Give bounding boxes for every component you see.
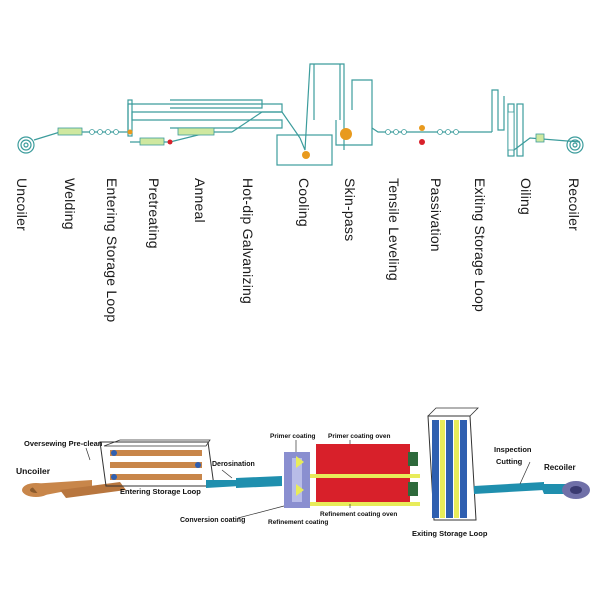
coating-station [284,452,310,508]
recoiler-coil-bottom [562,481,590,499]
conversion-label: Conversion coating [180,517,245,524]
primer-oven-label: Primer coating oven [328,433,391,440]
primer-oven [316,444,418,474]
recoiler-coil [566,136,584,154]
stage-label-tensile-leveling: Tensile Leveling [386,178,402,281]
entering-storage-loop [127,99,283,137]
coating-line-diagram: Oversewing Pre-clean Uncoiler Entering S… [16,407,590,538]
stage-label-passivation: Passivation [428,178,444,252]
cutting-label: Cutting [496,457,523,466]
oversewing-label: Oversewing Pre-clean [24,439,103,448]
exiting-storage-loop-tower [427,407,479,521]
stage-label-pretreating: Pretreating [146,178,162,249]
stage-label-skin-pass: Skin-pass [342,178,358,242]
stage-label-anneal: Anneal [192,178,208,223]
entering-storage-loop-box [99,439,215,487]
primer-coating-label: Primer coating [270,433,316,440]
stage-label-oiling: Oiling [518,178,534,215]
uncoiler-strip [22,480,126,498]
stage-label-recoiler: Recoiler [566,178,582,231]
entering-loop-label: Entering Storage Loop [120,487,201,496]
stage-label-welding: Welding [62,178,78,230]
welder-block [57,127,83,136]
stage-label-exiting-storage-loop: Exiting Storage Loop [472,178,488,312]
inspection-label: Inspection [494,445,532,454]
stage-label-entering-storage-loop: Entering Storage Loop [104,178,120,323]
exiting-loop-label: Exiting Storage Loop [412,529,488,538]
pretreat-block [139,137,165,146]
anneal-furnace [170,99,301,139]
uncoiler-coil [17,136,35,154]
recoiler-label: Recoiler [544,463,576,472]
uncoiler-label: Uncoiler [16,466,51,476]
refinement-oven [316,478,418,502]
galvanizing-line-diagram [17,63,584,166]
skin-pass-tank [335,79,373,146]
derosination-label: Derosination [212,461,255,468]
refinement-coating-label: Refinement coating [268,519,328,526]
refinement-oven-label: Refinement coating oven [320,511,397,518]
skin-pass-roller [340,128,352,140]
galvanizing-pot [276,63,345,166]
stage-label-cooling: Cooling [296,178,312,227]
anneal-block [177,127,215,136]
stage-label-hot-dip-galvanizing: Hot-dip Galvanizing [240,178,256,304]
stage-label-uncoiler: Uncoiler [14,178,30,231]
zinc-roller [302,151,310,159]
